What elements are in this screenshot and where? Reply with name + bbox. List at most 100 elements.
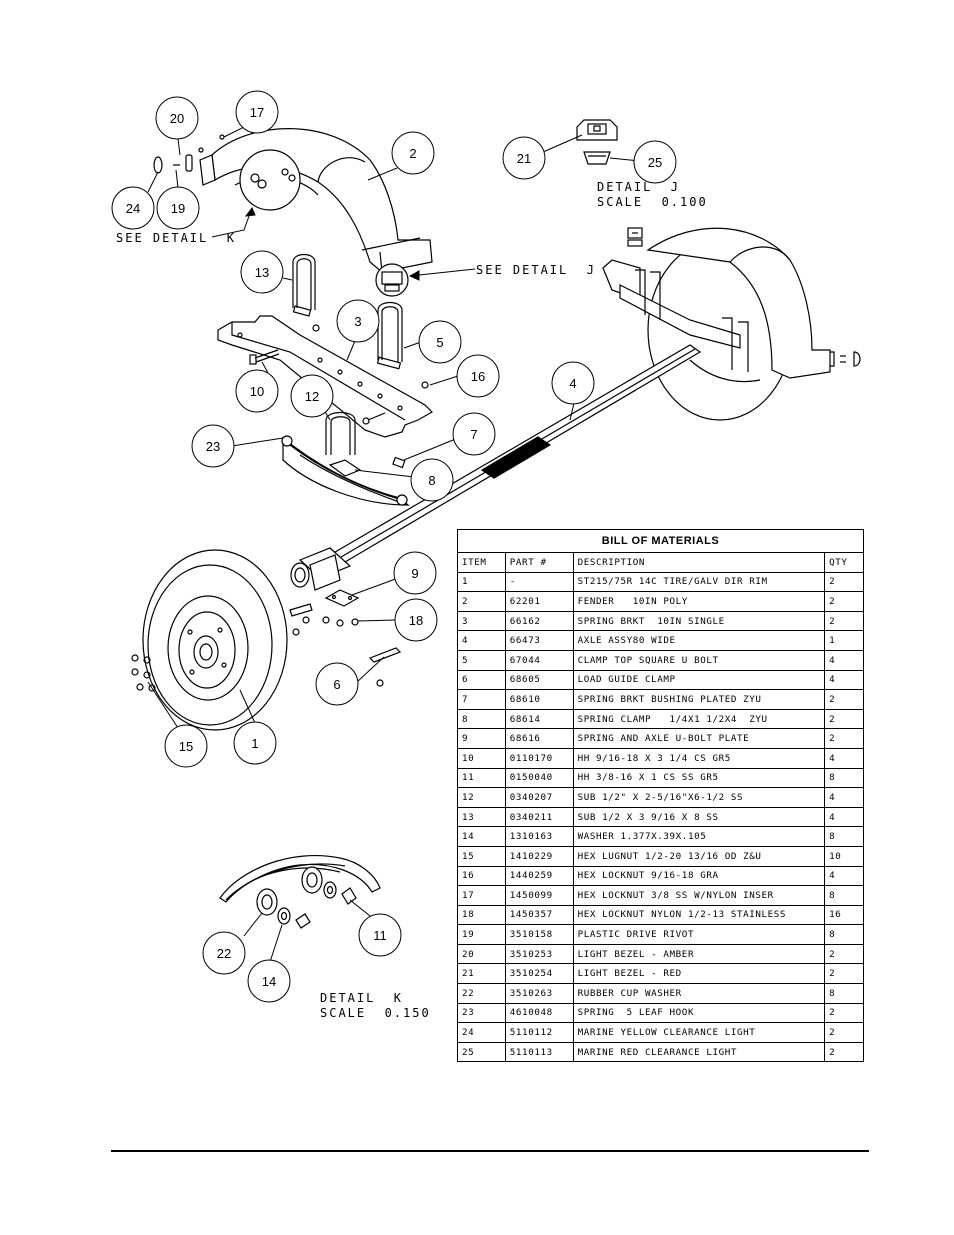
bom-cell-item: 6 — [457, 669, 506, 691]
callout-14 — [247, 959, 291, 1003]
callout-label-22: 22 — [217, 946, 231, 961]
lugnuts-drawing — [131, 654, 156, 692]
bom-cell-part: 66473 — [504, 630, 574, 651]
detail-j-scale: SCALE 0.100 — [597, 195, 708, 209]
leaf-spring-drawing — [281, 435, 410, 506]
bom-cell-description: SPRING 5 LEAF HOOK — [572, 1002, 826, 1024]
detail-k-drawing — [219, 854, 381, 929]
bom-cell-description: SPRING CLAMP 1/4X1 1/2X4 ZYU — [572, 708, 826, 730]
bom-header-part: PART # — [504, 552, 574, 573]
bom-cell-part: 66162 — [504, 610, 574, 632]
callout-label-21: 21 — [517, 151, 531, 166]
callout-label-23: 23 — [206, 439, 220, 454]
bom-cell-qty: 8 — [824, 983, 864, 1004]
bom-cell-item: 18 — [457, 904, 506, 926]
see-detail-k-note: SEE DETAIL K — [116, 231, 236, 245]
callout-9 — [393, 551, 437, 595]
detail-k-scale: SCALE 0.150 — [320, 1006, 431, 1020]
callout-label-19: 19 — [171, 201, 185, 216]
bom-cell-part: 1310163 — [504, 826, 574, 847]
bom-cell-description: SPRING AND AXLE U-BOLT PLATE — [572, 728, 826, 749]
callout-20 — [155, 96, 199, 140]
callout-label-20: 20 — [170, 111, 184, 126]
footer-rule — [111, 1150, 869, 1152]
bom-cell-part: 3510253 — [504, 943, 574, 965]
callout-25 — [633, 140, 677, 184]
bill-of-materials-table: BILL OF MATERIALS ITEM PART # DESCRIPTIO… — [457, 529, 864, 1063]
fender-hardware — [250, 168, 296, 189]
bom-cell-description: MARINE RED CLEARANCE LIGHT — [572, 1041, 826, 1063]
bom-cell-description: RUBBER CUP WASHER — [572, 983, 826, 1004]
bom-cell-item: 17 — [457, 885, 506, 906]
bom-cell-description: CLAMP TOP SQUARE U BOLT — [572, 649, 826, 671]
bom-cell-part: 68614 — [504, 708, 574, 730]
callout-22 — [202, 931, 246, 975]
bom-cell-part: 5110112 — [504, 1022, 574, 1043]
axle-drawing — [290, 344, 702, 591]
callout-label-16: 16 — [471, 369, 485, 384]
bom-cell-description: FENDER 10IN POLY — [572, 591, 826, 612]
bom-cell-description: HEX LOCKNUT 3/8 SS W/NYLON INSER — [572, 885, 826, 906]
bom-cell-item: 3 — [457, 610, 506, 632]
callout-3 — [336, 299, 380, 343]
bom-cell-qty: 8 — [824, 924, 864, 945]
bom-cell-part: 0110170 — [504, 747, 574, 769]
bom-cell-item: 21 — [457, 963, 506, 985]
callout-21 — [502, 136, 546, 180]
bom-cell-description: SUB 1/2 X 3 9/16 X 8 SS — [572, 806, 826, 828]
bom-cell-item: 13 — [457, 806, 506, 828]
bom-cell-part: 0150040 — [504, 767, 574, 789]
bom-cell-item: 24 — [457, 1022, 506, 1043]
bom-cell-qty: 2 — [824, 610, 864, 632]
bom-cell-description: WASHER 1.377X.39X.105 — [572, 826, 826, 847]
callout-label-18: 18 — [409, 613, 423, 628]
bom-cell-item: 14 — [457, 826, 506, 847]
callout-label-25: 25 — [648, 155, 662, 170]
bom-cell-qty: 2 — [824, 571, 864, 593]
callout-15 — [164, 724, 208, 768]
callout-label-3: 3 — [354, 314, 361, 329]
bom-header-item: ITEM — [457, 552, 506, 573]
bom-cell-qty: 2 — [824, 1022, 864, 1043]
callout-label-6: 6 — [333, 677, 340, 692]
detail-notes: SEE DETAIL K SEE DETAIL J DETAIL J SCALE… — [116, 180, 708, 1020]
bom-cell-qty: 2 — [824, 943, 864, 965]
u-bolts-drawing — [292, 253, 403, 477]
bom-cell-description: LIGHT BEZEL - RED — [572, 963, 826, 985]
callout-7 — [452, 412, 496, 456]
callout-label-10: 10 — [250, 384, 264, 399]
bom-cell-description: LOAD GUIDE CLAMP — [572, 669, 826, 691]
bom-cell-qty: 2 — [824, 689, 864, 710]
bom-cell-item: 1 — [457, 571, 506, 593]
bom-cell-item: 16 — [457, 865, 506, 887]
bom-cell-item: 19 — [457, 924, 506, 945]
callout-labels: 20 17 2 24 19 21 25 13 3 5 10 16 4 12 7 … — [126, 105, 662, 989]
callout-label-5: 5 — [436, 335, 443, 350]
detail-j-title: DETAIL J — [597, 180, 680, 194]
callout-label-13: 13 — [255, 265, 269, 280]
callout-1 — [233, 721, 277, 765]
bom-cell-part: 1450357 — [504, 904, 574, 926]
bom-cell-item: 8 — [457, 708, 506, 730]
callout-17 — [235, 90, 279, 134]
bom-cell-part: 1450099 — [504, 885, 574, 906]
bom-cell-description: SPRING BRKT BUSHING PLATED ZYU — [572, 689, 826, 710]
bom-cell-qty: 4 — [824, 649, 864, 671]
callout-label-1: 1 — [251, 736, 258, 751]
bom-cell-qty: 4 — [824, 806, 864, 828]
callout-11 — [358, 913, 402, 957]
callout-2 — [391, 131, 435, 175]
